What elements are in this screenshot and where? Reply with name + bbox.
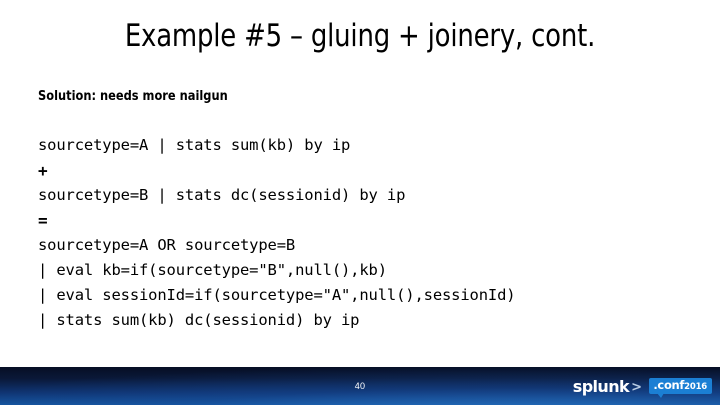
conf-year: 2016 — [684, 382, 707, 393]
splunk-wordmark: splunk — [572, 376, 630, 396]
code-line-operator: + — [38, 161, 48, 180]
conf-badge: .conf 2016 — [649, 378, 712, 398]
code-line: sourcetype=A | stats sum(kb) by ip — [38, 136, 351, 154]
code-line: | eval kb=if(sourcetype="B",null(),kb) — [38, 261, 387, 279]
conf-label: .conf — [653, 378, 685, 393]
code-line: sourcetype=B | stats dc(sessionid) by ip — [38, 186, 406, 204]
code-line-operator: = — [38, 211, 48, 230]
page-title: Example #5 – gluing + joinery, cont. — [124, 18, 596, 54]
chevron-right-icon: > — [631, 379, 642, 395]
code-block: sourcetype=A | stats sum(kb) by ip + sou… — [38, 133, 698, 333]
code-line: | stats sum(kb) dc(sessionid) by ip — [38, 311, 360, 329]
footer-glow — [0, 367, 720, 405]
code-line: | eval sessionId=if(sourcetype="A",null(… — [38, 286, 516, 304]
code-line: sourcetype=A OR sourcetype=B — [38, 236, 296, 254]
splunk-logo: splunk > — [573, 377, 642, 396]
page-number: 40 — [354, 381, 366, 391]
slide-footer: 40 splunk > .conf 2016 — [0, 367, 720, 405]
brand-lockup: splunk > .conf 2016 — [573, 367, 712, 405]
slide-subtitle: Solution: needs more nailgun — [38, 88, 228, 104]
